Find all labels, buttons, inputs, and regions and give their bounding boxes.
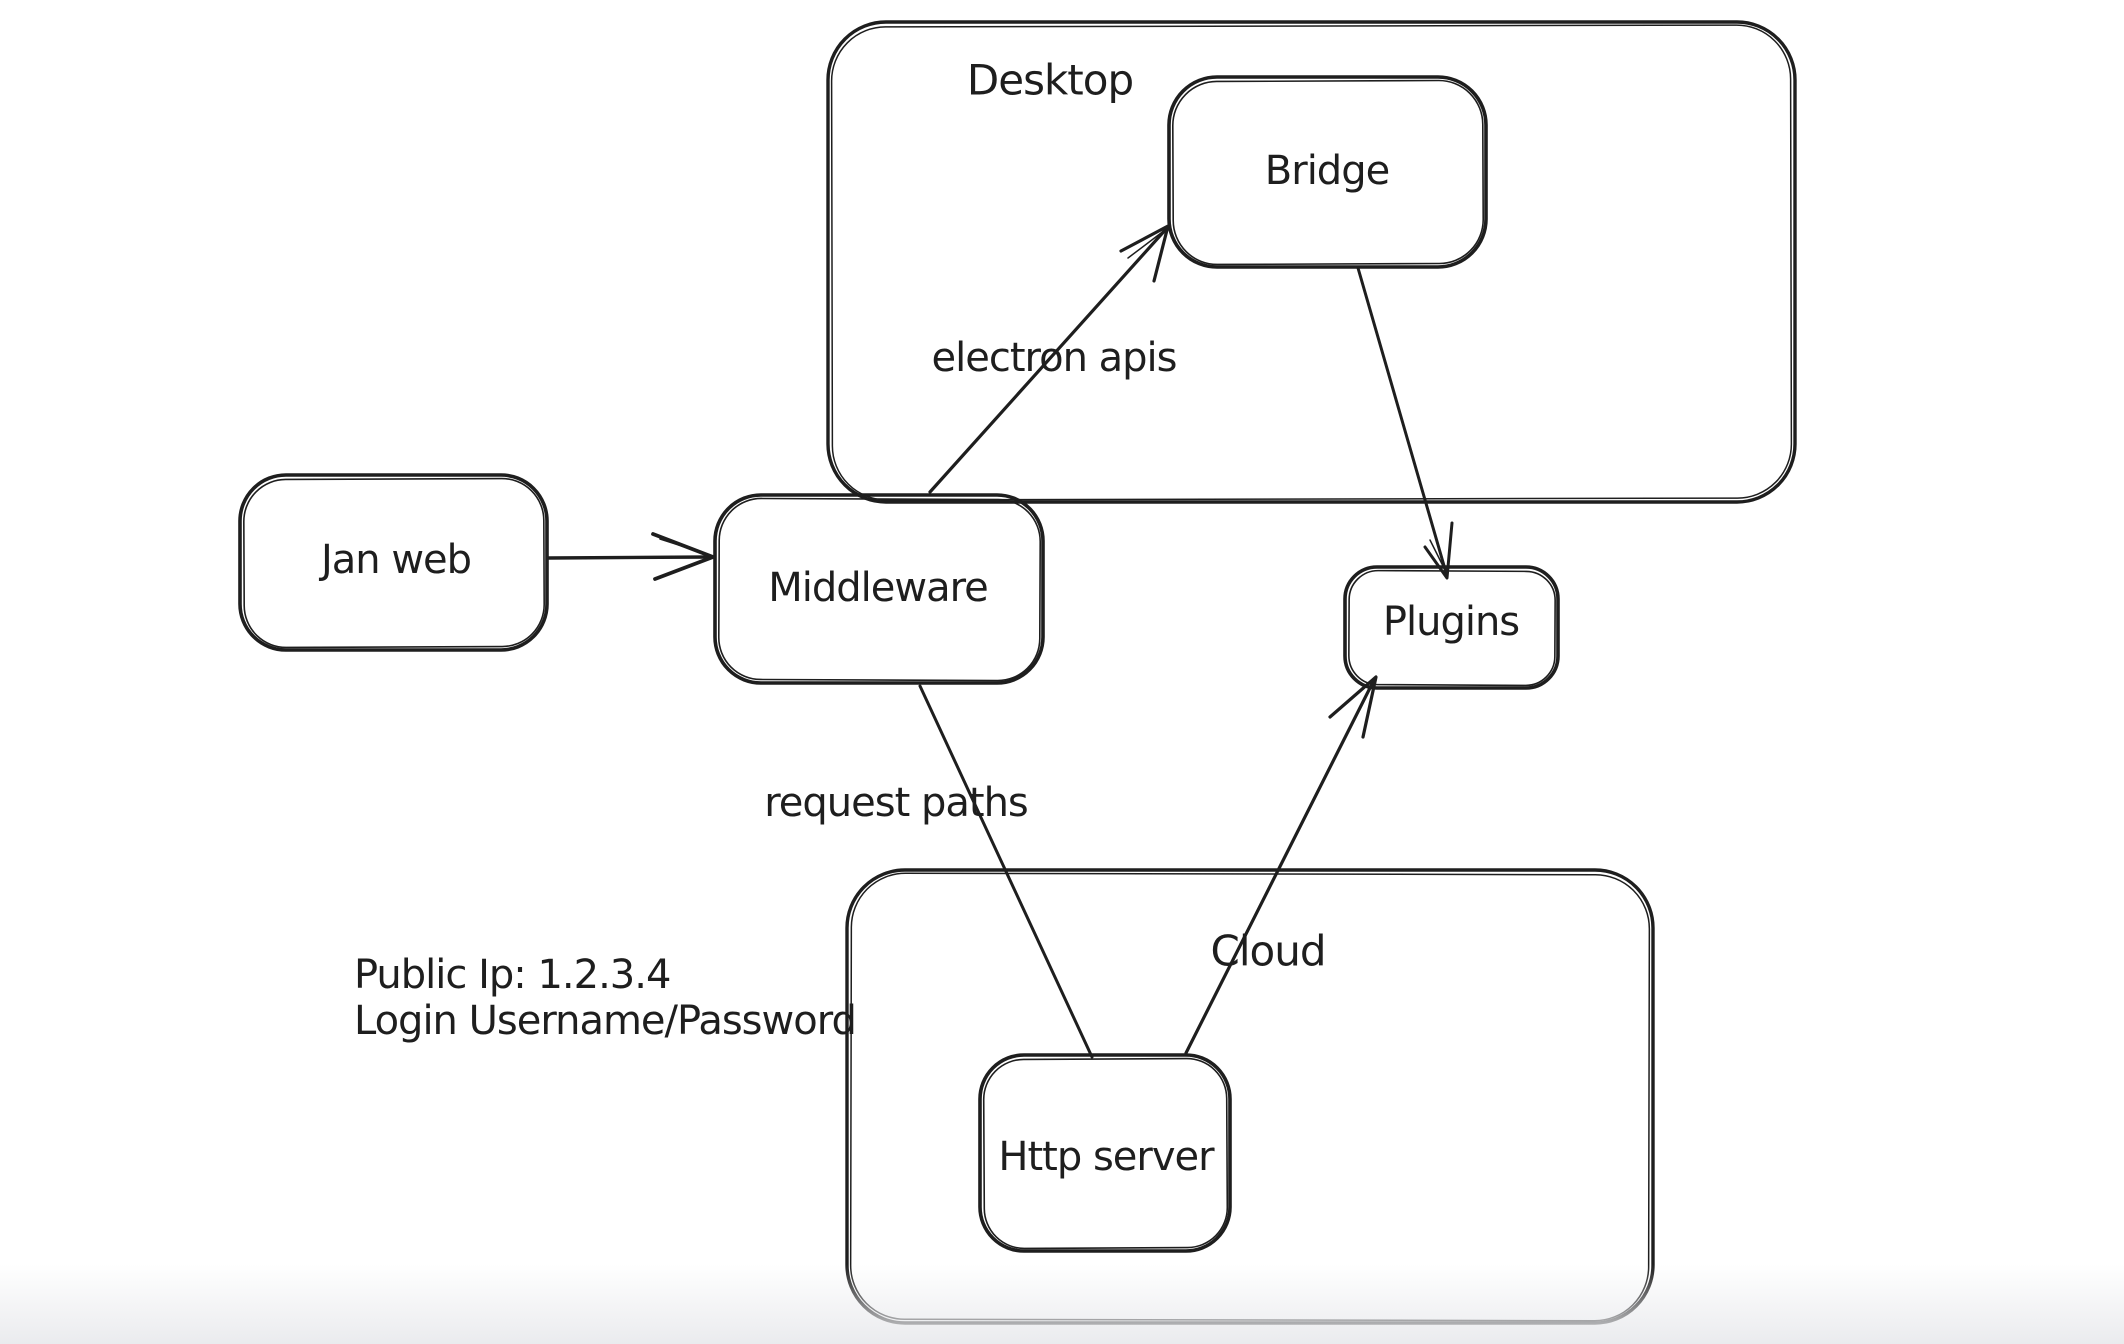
electron-apis-edge-label[interactable]: electron apis xyxy=(931,335,1178,381)
plugins-node-box[interactable] xyxy=(1343,565,1560,690)
request-paths-edge-label[interactable]: request paths xyxy=(764,780,1029,826)
arrow-middleware-to-bridge[interactable] xyxy=(928,224,1170,494)
desktop-container-label[interactable]: Desktop xyxy=(966,55,1134,105)
bridge-node-box[interactable] xyxy=(1167,75,1488,269)
plugins-node-label[interactable]: Plugins xyxy=(1382,599,1520,645)
desktop-container-box[interactable] xyxy=(826,20,1797,504)
public-ip-line: Public Ip: 1.2.3.4 xyxy=(354,952,671,998)
line-middleware-to-httpserver[interactable] xyxy=(918,684,1094,1059)
login-credentials-line: Login Username/Password xyxy=(354,998,857,1044)
http-server-node-label[interactable]: Http server xyxy=(998,1134,1214,1180)
middleware-node-box[interactable] xyxy=(713,493,1045,685)
bridge-node-label[interactable]: Bridge xyxy=(1264,148,1390,194)
middleware-node-label[interactable]: Middleware xyxy=(768,565,989,611)
arrow-janweb-to-middleware[interactable] xyxy=(547,532,715,581)
arrow-bridge-to-plugins[interactable] xyxy=(1356,266,1454,580)
jan-web-node-box[interactable] xyxy=(238,473,549,652)
jan-web-node-label[interactable]: Jan web xyxy=(320,537,472,583)
public-ip-annotation[interactable]: Public Ip: 1.2.3.4 Login Username/Passwo… xyxy=(354,952,857,1044)
cloud-container-label[interactable]: Cloud xyxy=(1210,926,1327,976)
arrow-httpserver-to-plugins[interactable] xyxy=(1184,675,1378,1055)
http-server-node-box[interactable] xyxy=(978,1053,1232,1253)
